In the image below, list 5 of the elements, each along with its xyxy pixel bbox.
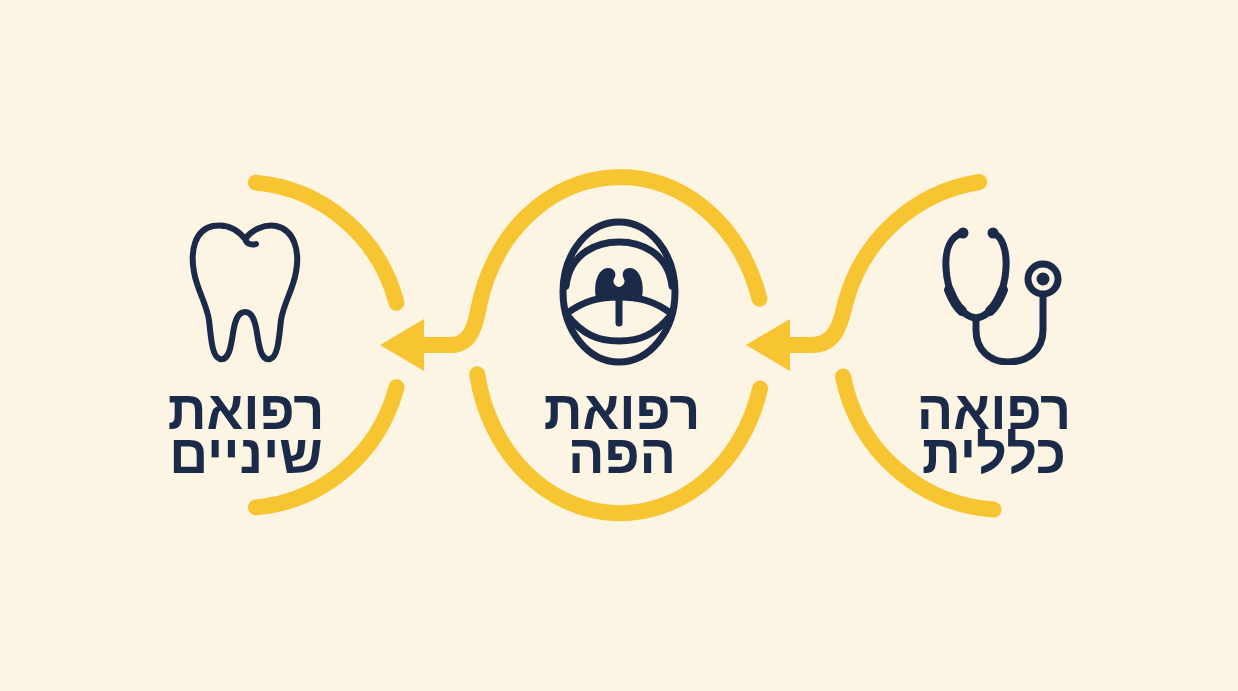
circle-node [469, 169, 768, 521]
node-label: רפואת שיניים [167, 388, 325, 476]
node-label: רפואה כללית [916, 388, 1072, 476]
node-label: רפואת הפה [543, 388, 701, 476]
circle-node [166, 174, 405, 516]
